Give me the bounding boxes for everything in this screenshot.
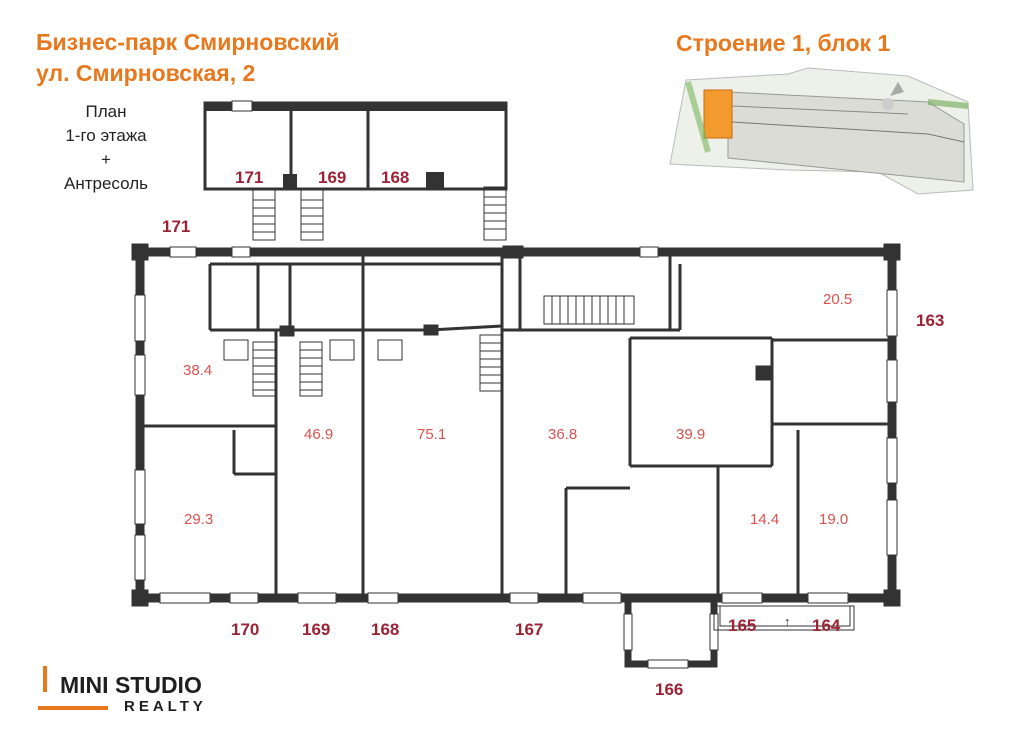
building-label: Строение 1, блок 1	[676, 30, 891, 56]
plan-label-line-3: +	[101, 150, 111, 169]
area-75-1: 75.1	[417, 426, 447, 443]
title-line-1: Бизнес-парк Смирновский	[36, 29, 340, 55]
company-logo: MINI STUDIO REALTY	[38, 662, 208, 715]
room-number-168: 168	[371, 620, 400, 639]
mezzanine-room-169: 169	[318, 168, 347, 187]
area-39-9: 39.9	[676, 426, 706, 443]
room-number-166: 166	[655, 680, 684, 699]
room-number-165: 165	[728, 616, 757, 635]
logo-bracket-vertical	[43, 666, 47, 692]
site-key-plan-drawing	[668, 62, 978, 202]
area-19-0: 19.0	[819, 511, 849, 528]
plan-label-line-4: Антресоль	[64, 174, 148, 193]
title-line-2: ул. Смирновская, 2	[36, 60, 256, 86]
plan-label-line-1: План	[85, 102, 127, 121]
logo-realty: REALTY	[124, 698, 207, 715]
mezzanine-room-168: 168	[381, 168, 410, 187]
area-29-3: 29.3	[184, 511, 214, 528]
area-38-4: 38.4	[183, 362, 213, 379]
area-20-5: 20.5	[823, 291, 853, 308]
room-number-169: 169	[302, 620, 331, 639]
site-key-plan	[668, 62, 978, 202]
plan-label: План 1-го этажа + Антресоль	[36, 100, 176, 196]
room-number-164: 164	[812, 616, 841, 635]
area-14-4: 14.4	[750, 511, 780, 528]
area-46-9: 46.9	[304, 426, 334, 443]
room-number-167: 167	[515, 620, 544, 639]
room-number-170: 170	[231, 620, 260, 639]
room-number-171: 171	[162, 217, 191, 236]
area-36-8: 36.8	[548, 426, 578, 443]
logo-bracket-horizontal	[38, 706, 108, 710]
logo-mini-studio: MINI STUDIO	[60, 672, 202, 698]
arrow-up-icon: ↑	[784, 614, 791, 629]
mezzanine-room-171: 171	[235, 168, 264, 187]
room-number-163: 163	[916, 311, 945, 330]
plan-label-line-2: 1-го этажа	[65, 126, 147, 145]
